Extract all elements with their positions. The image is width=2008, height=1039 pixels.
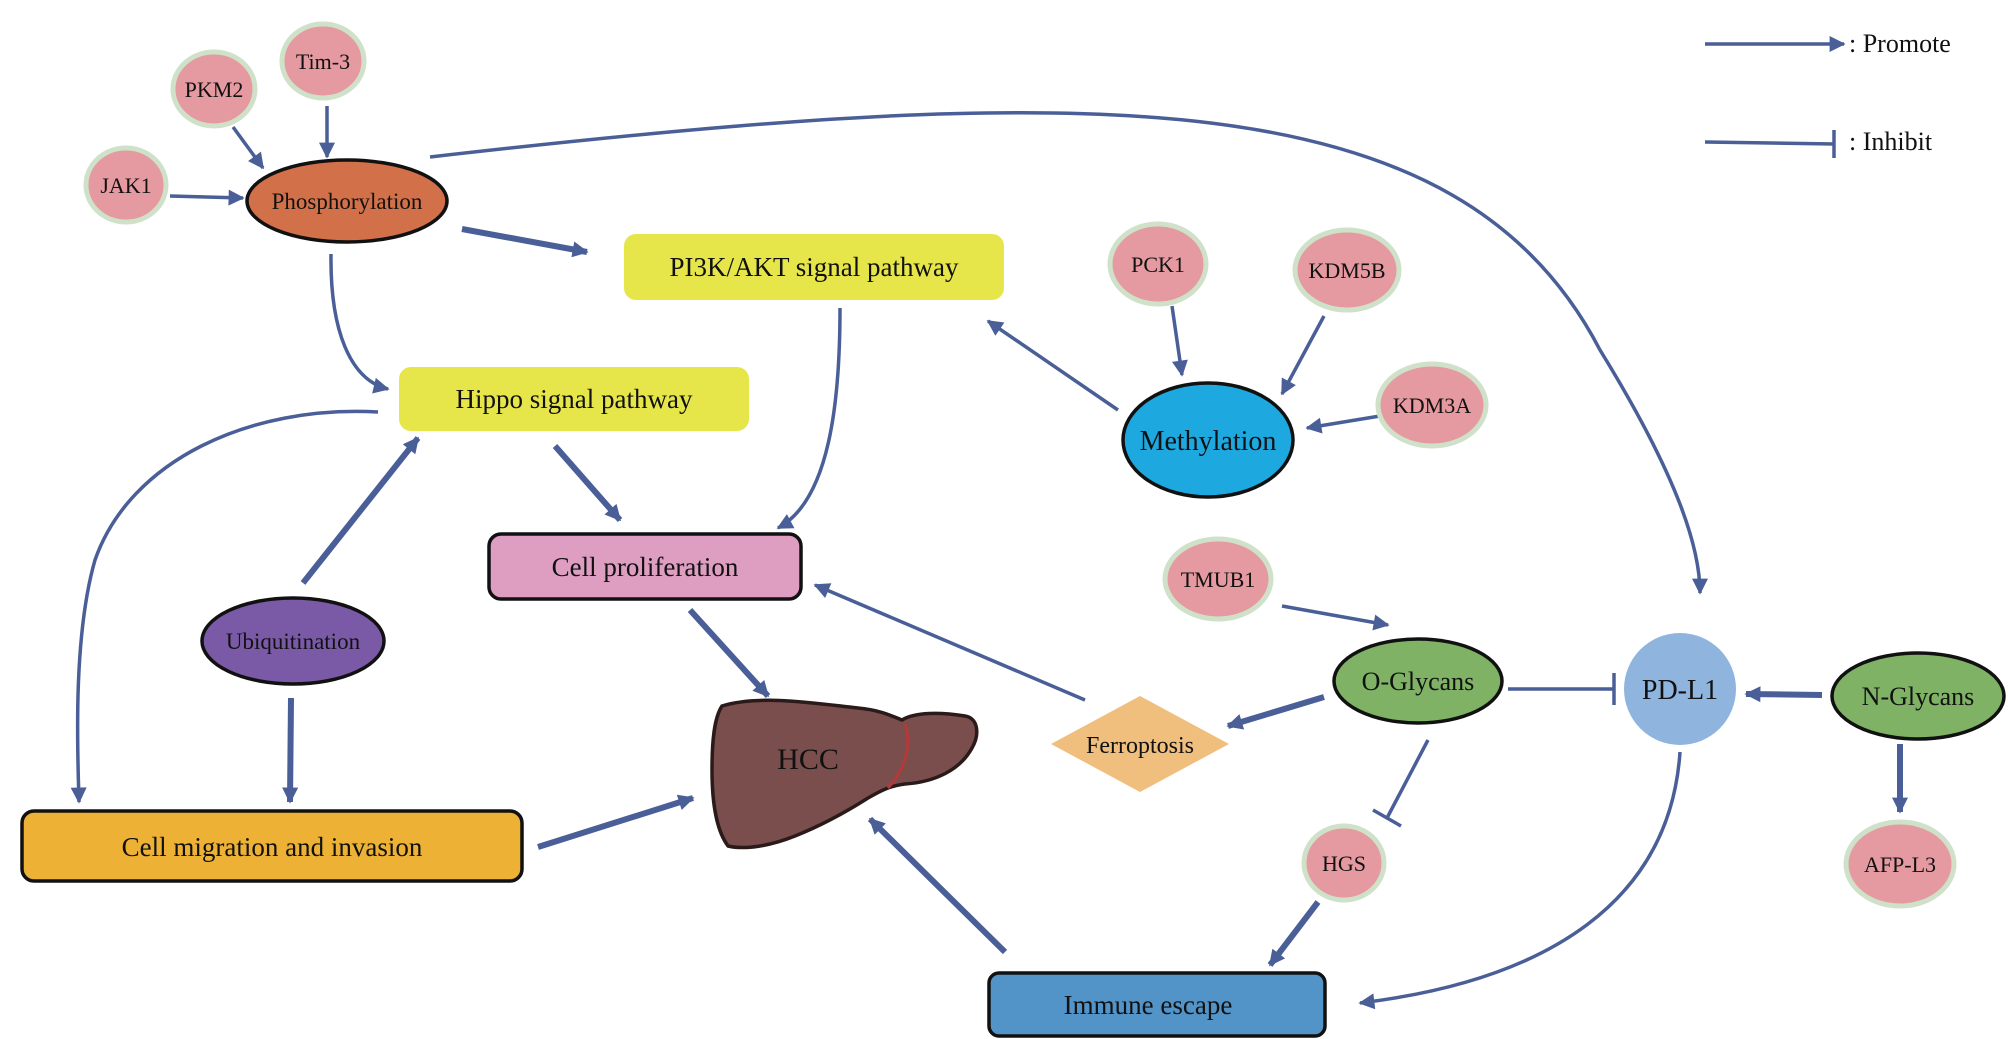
edge-ubiquitination-cell-migration <box>282 697 299 804</box>
node-pck1-label: PCK1 <box>1131 252 1185 277</box>
edge-immune-escape-hcc <box>867 816 1008 955</box>
node-ubiquitination: Ubiquitination <box>200 596 386 686</box>
regulators: Tim-3 PKM2 JAK1 PCK1 KDM5B KDM3A TMUB1 <box>83 21 1957 909</box>
node-o-glycans-label: O-Glycans <box>1362 667 1475 696</box>
node-cell-migration-label: Cell migration and invasion <box>122 832 423 862</box>
node-n-glycans: N-Glycans <box>1830 651 2006 741</box>
edge-kdm3a-methylation <box>1305 414 1381 434</box>
node-cell-migration: Cell migration and invasion <box>20 809 524 883</box>
edge-hippo-cell-proliferation <box>552 444 623 522</box>
node-methylation: Methylation <box>1121 381 1295 499</box>
edge-ferroptosis-cell-proliferation <box>813 583 1086 702</box>
edge-ubiquitination-hippo <box>300 436 421 585</box>
node-kdm3a: KDM3A <box>1375 361 1489 449</box>
node-ubiquitination-label: Ubiquitination <box>226 629 361 654</box>
node-ferroptosis-label: Ferroptosis <box>1086 733 1194 759</box>
node-phosphorylation: Phosphorylation <box>245 158 449 244</box>
boxes: PI3K/AKT signal pathway Hippo signal pat… <box>20 234 1327 1038</box>
edge-hippo-cell-migration <box>70 409 379 804</box>
edge-phosphorylation-pi3k <box>461 226 589 258</box>
node-n-glycans-label: N-Glycans <box>1862 682 1975 711</box>
edge-jak1-phosphorylation <box>169 189 245 206</box>
node-pd-l1-label: PD-L1 <box>1642 675 1718 706</box>
node-pd-l1: PD-L1 <box>1624 633 1736 745</box>
edge-kdm5b-methylation <box>1280 315 1326 396</box>
edge-pd-l1-immune-escape <box>1358 751 1682 1010</box>
liver-lobe-line <box>886 723 910 790</box>
node-afp-l3-label: AFP-L3 <box>1864 852 1936 877</box>
legend-inhibit-label: : Inhibit <box>1849 127 1933 156</box>
node-methylation-label: Methylation <box>1140 426 1277 457</box>
node-pi3k-akt-label: PI3K/AKT signal pathway <box>670 252 959 282</box>
edge-phosphorylation-pd-l1 <box>429 110 1708 595</box>
edge-cell-proliferation-hcc <box>687 607 771 699</box>
node-pkm2: PKM2 <box>170 49 258 129</box>
node-phosphorylation-label: Phosphorylation <box>272 189 423 214</box>
edge-hgs-immune-escape <box>1267 900 1321 967</box>
edge-phosphorylation-hippo <box>329 253 390 394</box>
legend-inhibit-line <box>1704 140 1835 146</box>
edge-o-glycans-ferroptosis <box>1226 694 1325 730</box>
node-hippo-label: Hippo signal pathway <box>456 384 693 414</box>
liver-icon <box>710 698 979 850</box>
legend: : Promote : Inhibit <box>1704 29 1951 158</box>
node-immune-escape: Immune escape <box>987 971 1327 1038</box>
edge-pck1-methylation <box>1170 305 1188 377</box>
edge-n-glycans-pd-l1 <box>1744 686 1823 703</box>
edge-pkm2-phosphorylation <box>231 125 265 170</box>
node-ferroptosis: Ferroptosis <box>1051 696 1229 792</box>
node-kdm5b-label: KDM5B <box>1308 258 1385 283</box>
node-kdm3a-label: KDM3A <box>1393 393 1471 418</box>
node-tim3-label: Tim-3 <box>296 49 350 74</box>
edge-methylation-pi3k <box>986 319 1119 412</box>
node-jak1-label: JAK1 <box>100 173 151 198</box>
node-hgs: HGS <box>1301 823 1387 903</box>
node-hcc-label: HCC <box>777 743 839 776</box>
edge-o-glycans-inhibit-hgs <box>1385 739 1430 819</box>
node-hippo: Hippo signal pathway <box>399 367 749 431</box>
node-tmub1: TMUB1 <box>1162 536 1274 622</box>
node-o-glycans: O-Glycans <box>1332 637 1504 725</box>
node-pkm2-label: PKM2 <box>185 77 244 102</box>
edge-tmub1-o-glycans <box>1281 604 1390 631</box>
node-pck1: PCK1 <box>1107 221 1209 307</box>
node-hcc: HCC <box>710 698 979 850</box>
node-cell-proliferation-label: Cell proliferation <box>552 552 739 582</box>
edge-pi3k-cell-proliferation <box>776 307 842 530</box>
node-cell-proliferation: Cell proliferation <box>487 532 803 601</box>
node-hgs-label: HGS <box>1322 851 1366 876</box>
legend-promote-label: : Promote <box>1849 29 1951 58</box>
node-afp-l3: AFP-L3 <box>1843 819 1957 909</box>
edge-o-glycans-inhibit-hgs-bar <box>1372 808 1402 828</box>
node-jak1: JAK1 <box>83 145 169 225</box>
modifications: Phosphorylation Methylation Ubiquitinati… <box>200 158 2006 741</box>
node-immune-escape-label: Immune escape <box>1064 990 1233 1020</box>
node-tim3: Tim-3 <box>279 21 367 101</box>
node-tmub1-label: TMUB1 <box>1181 567 1256 592</box>
node-pi3k-akt: PI3K/AKT signal pathway <box>624 234 1004 300</box>
edge-cell-migration-hcc <box>537 794 695 850</box>
edges <box>70 106 1908 1010</box>
node-kdm5b: KDM5B <box>1292 227 1402 313</box>
